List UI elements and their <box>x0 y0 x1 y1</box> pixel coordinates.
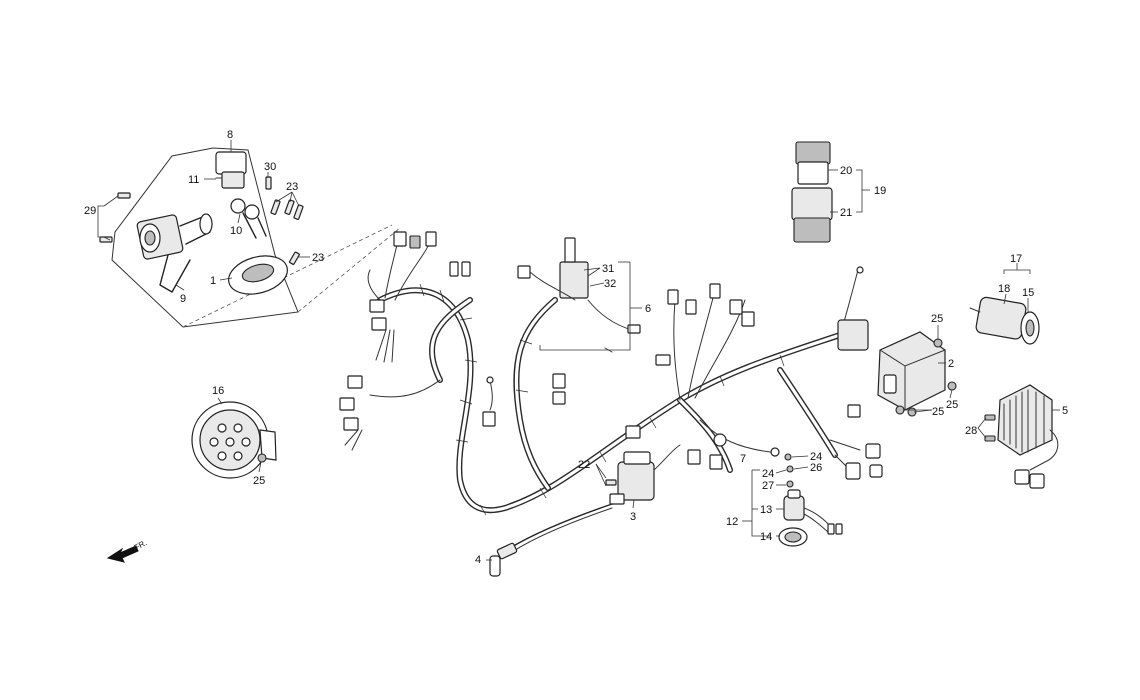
callout-6: 6 <box>645 303 651 315</box>
starter-relay <box>791 141 833 243</box>
harness-connectors-center <box>482 237 641 427</box>
key-holder <box>215 151 247 189</box>
callout-24b: 24 <box>762 468 774 480</box>
callout-numbers: 1 2 3 4 5 6 7 8 9 10 11 12 13 14 15 16 1… <box>84 129 1068 566</box>
callout-4: 4 <box>475 554 481 566</box>
harness-connectors-right <box>625 266 883 480</box>
callout-10: 10 <box>230 225 242 237</box>
callout-27: 27 <box>762 480 774 492</box>
callout-23a: 23 <box>286 181 298 193</box>
callout-25b: 25 <box>931 313 943 325</box>
ignition-switch <box>136 213 213 293</box>
regulator-rectifier <box>984 384 1059 489</box>
callout-12: 12 <box>726 516 738 528</box>
leader-lines <box>97 140 1060 561</box>
callout-14: 14 <box>760 531 772 543</box>
callout-9: 9 <box>180 293 186 305</box>
callout-25d: 25 <box>932 406 944 418</box>
callout-31: 31 <box>602 263 614 275</box>
horn <box>191 401 277 479</box>
callout-20: 20 <box>840 165 852 177</box>
callout-7: 7 <box>740 453 746 465</box>
front-direction-arrow <box>106 545 139 563</box>
callout-15: 15 <box>1022 287 1034 299</box>
front-direction-label: FR. <box>133 538 149 552</box>
callout-22: 22 <box>578 459 590 471</box>
callout-19: 19 <box>874 185 886 197</box>
callout-24a: 24 <box>810 451 822 463</box>
callout-28: 28 <box>965 425 977 437</box>
callout-26: 26 <box>810 462 822 474</box>
callout-25a: 25 <box>253 475 265 487</box>
callout-23b: 23 <box>312 252 324 264</box>
callout-2: 2 <box>948 358 954 370</box>
harness-wrap-marks <box>419 283 785 516</box>
callout-21: 21 <box>840 207 852 219</box>
switch-cover-plate <box>228 255 288 295</box>
ignition-coil <box>609 444 681 505</box>
callout-32: 32 <box>604 278 616 290</box>
harness-connectors-left <box>339 231 471 451</box>
spark-plug-cable <box>489 503 613 577</box>
callout-16: 16 <box>212 385 224 397</box>
main-wire-harness <box>377 283 843 516</box>
callout-3: 3 <box>630 511 636 523</box>
starter-solenoid <box>969 296 1040 345</box>
callout-29: 29 <box>84 205 96 217</box>
callout-1: 1 <box>210 275 216 287</box>
cdi-unit <box>877 331 957 417</box>
key <box>230 198 267 239</box>
callout-8: 8 <box>227 129 233 141</box>
screw-22 <box>605 479 617 486</box>
ignition-switch-group <box>99 147 401 328</box>
callout-5: 5 <box>1062 405 1068 417</box>
callout-18: 18 <box>998 283 1010 295</box>
bulb-socket-group <box>778 453 843 547</box>
callout-25c: 25 <box>946 399 958 411</box>
callout-30: 30 <box>264 161 276 173</box>
callout-17: 17 <box>1010 253 1022 265</box>
callout-13: 13 <box>760 504 772 516</box>
callout-11: 11 <box>188 174 199 186</box>
